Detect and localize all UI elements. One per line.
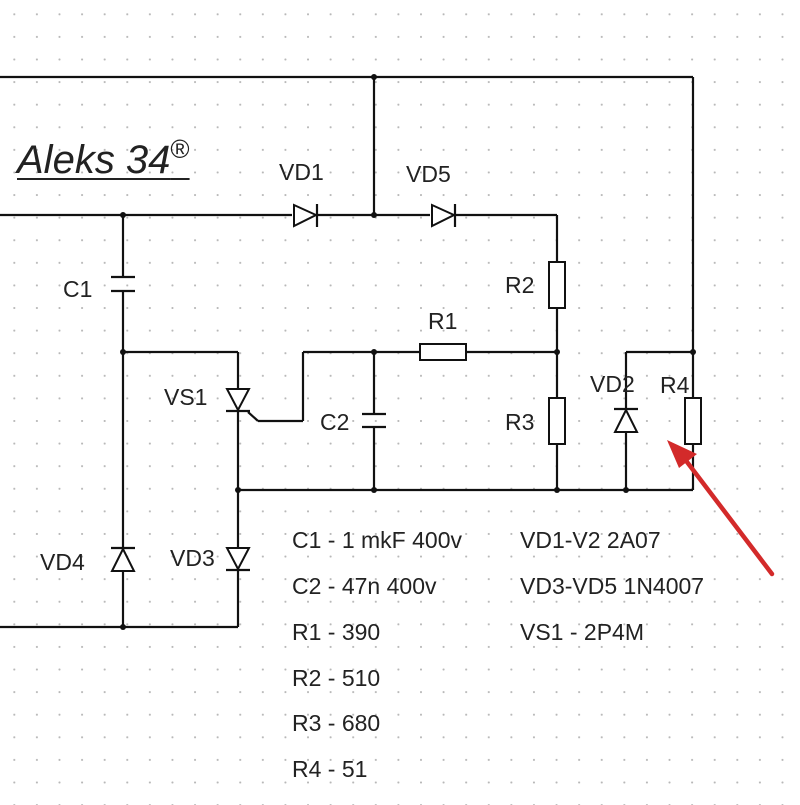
author-signature: Aleks 34® [17, 134, 190, 183]
spec-r4: R4 - 51 [292, 756, 368, 782]
diode-vd1: VD1 [279, 159, 324, 228]
label-vd4: VD4 [40, 549, 85, 575]
spec-r3: R3 - 680 [292, 710, 381, 736]
diode-vd4: VD4 [40, 546, 136, 575]
resistor-r2: R2 [505, 261, 566, 309]
red-arrow-icon [667, 440, 775, 577]
label-c2: C2 [320, 409, 349, 435]
label-r3: R3 [505, 409, 534, 435]
label-r1: R1 [428, 308, 457, 334]
label-r4: R4 [660, 372, 690, 398]
spec-r1: R1 - 390 [292, 619, 381, 645]
diode-vd3: VD3 [170, 545, 251, 572]
spec-c1: C1 - 1 mkF 400v [292, 527, 462, 553]
spec-r2: R2 - 510 [292, 665, 381, 691]
diode-vd2: VD2 [590, 371, 639, 433]
label-vd5: VD5 [406, 161, 451, 187]
registered-mark: ® [170, 134, 190, 164]
label-r2: R2 [505, 272, 534, 298]
label-vd3: VD3 [170, 545, 215, 571]
junctions [120, 74, 696, 630]
author-name: Aleks 34 [17, 138, 171, 182]
capacitor-c1: C1 [63, 275, 135, 302]
spec-vd3-vd5: VD3-VD5 1N4007 [520, 573, 705, 599]
spec-vd1-vd2: VD1-V2 2A07 [520, 527, 661, 553]
capacitor-c2: C2 [320, 409, 386, 435]
spec-vs1: VS1 - 2P4M [520, 619, 644, 645]
diode-vd5: VD5 [406, 161, 457, 228]
spec-c2: C2 - 47n 400v [292, 573, 437, 599]
label-vs1: VS1 [164, 384, 207, 410]
label-c1: C1 [63, 276, 92, 302]
label-vd2: VD2 [590, 371, 635, 397]
resistor-r4: R4 [660, 372, 702, 445]
resistor-r1: R1 [419, 308, 467, 361]
wires [0, 75, 695, 629]
thyristor-vs1: VS1 [164, 384, 251, 413]
resistor-r3: R3 [505, 397, 566, 445]
label-vd1: VD1 [279, 159, 324, 185]
